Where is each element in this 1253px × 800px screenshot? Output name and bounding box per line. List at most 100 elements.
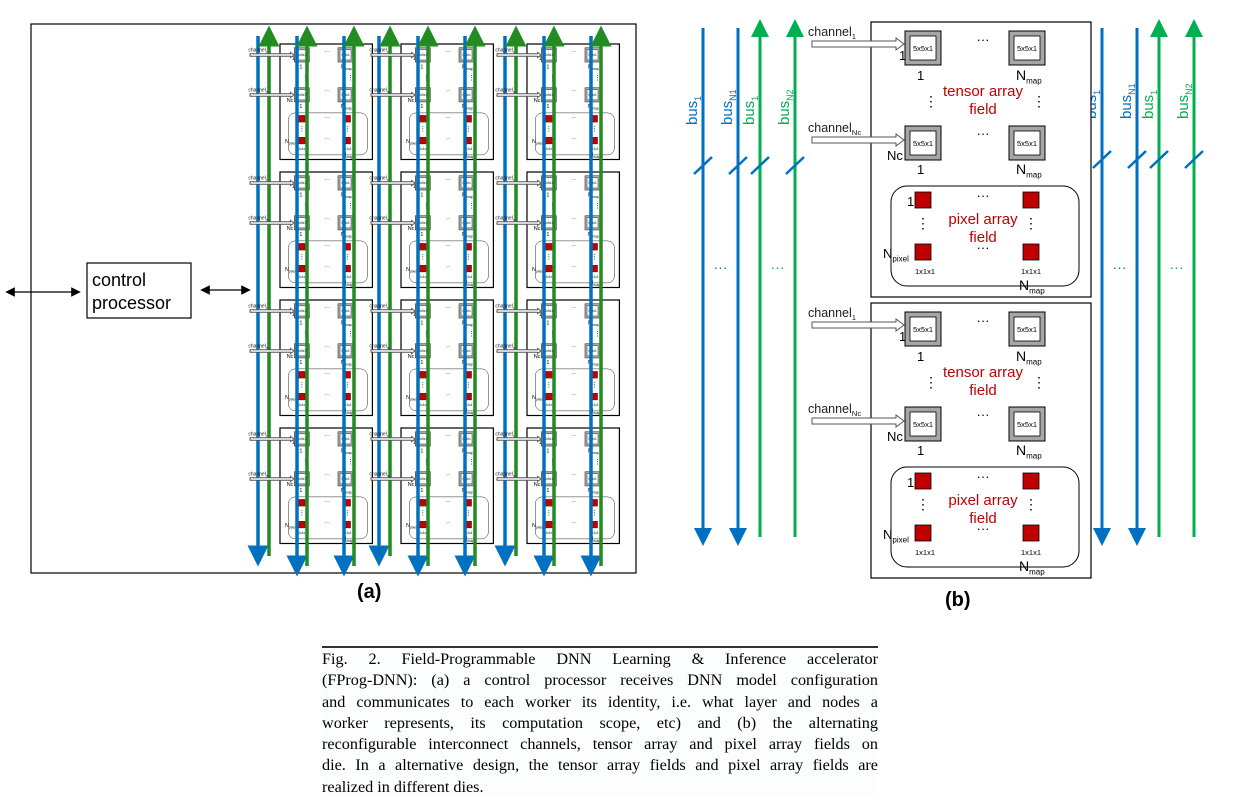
pixel-cell [419, 393, 427, 401]
pixel-cell [419, 265, 427, 273]
channel-arrow [370, 91, 416, 99]
figure-canvas: control processor 5x5x15x5x1···11Nmap5x5… [5, 19, 1204, 611]
channel-label: channel1 [248, 48, 268, 54]
pixel-array-field-label: field [969, 510, 997, 527]
tensor-ellipsis: ··· [571, 217, 577, 223]
pixel-cell [545, 393, 553, 401]
pixel-vertical-ellipsis: ⋮ [591, 255, 597, 261]
pixel-cell [419, 521, 427, 529]
tensor-ellipsis: ··· [571, 345, 577, 351]
channel-arrow [249, 91, 295, 99]
tensor-vertical-ellipsis: ⋮ [302, 331, 308, 337]
channel-label: channel1 [369, 48, 389, 54]
pixel-vertical-ellipsis: ⋮ [546, 383, 552, 389]
tensor-cell-size-label: 5x5x1 [545, 181, 554, 185]
pixel-array-field-label: pixel array [948, 492, 1018, 509]
die: 5x5x15x5x1···11Nmap5x5x15x5x1···Nc1Nmap⋮… [279, 299, 374, 417]
row-index-npixel: Npixel [532, 267, 543, 273]
pixel-cell [298, 137, 306, 145]
channel-label: channelNc [248, 344, 270, 350]
tensor-cell-size-label: 5x5x1 [545, 349, 554, 353]
caption-line: and communicates to each worker its iden… [322, 692, 878, 711]
tensor-vertical-ellipsis: ⋮ [348, 203, 354, 209]
pixel-ellipsis: ··· [571, 499, 577, 505]
bus-width-tick [693, 156, 713, 175]
tensor-cell-size-label: 5x5x1 [298, 53, 307, 57]
pixel-array-field-label: field [969, 229, 997, 246]
pixel-cell-size-label: 1x1x1 [590, 531, 599, 535]
tensor-cell-size-label: 5x5x1 [419, 349, 428, 353]
row-index-npixel: Npixel [285, 267, 296, 273]
die: 5x5x15x5x1···11Nmap5x5x15x5x1···Nc1Nmap⋮… [400, 43, 495, 161]
pixel-array-field-frame [409, 240, 489, 284]
channel-label: channel1 [248, 304, 268, 310]
tensor-vertical-ellipsis: ⋮ [423, 459, 429, 465]
row-index-npixel: Npixel [285, 523, 296, 529]
pixel-array-field-frame [535, 240, 615, 284]
tensor-vertical-ellipsis: ⋮ [549, 331, 555, 337]
tensor-vertical-ellipsis: ⋮ [549, 459, 555, 465]
tensor-cell-size-label: 5x5x1 [419, 93, 428, 97]
col-index-1: 1 [546, 192, 549, 198]
pixel-ellipsis: ··· [324, 393, 330, 399]
pixel-cell-size-label: 1x1x1 [915, 267, 935, 276]
pixel-vertical-ellipsis: ⋮ [299, 511, 305, 517]
row-index-1: 1 [292, 440, 295, 446]
control-processor-box[interactable] [86, 262, 192, 319]
channel-arrow [249, 51, 295, 59]
tensor-ellipsis: ··· [324, 345, 330, 351]
pixel-array-field-frame [409, 368, 489, 412]
pixel-vertical-ellipsis: ⋮ [546, 255, 552, 261]
channel-label: channel1 [495, 304, 515, 310]
pixel-vertical-ellipsis: ⋮ [299, 127, 305, 133]
row-index-1: 1 [413, 440, 416, 446]
pixel-cell [298, 371, 306, 379]
pixel-array-field-frame [535, 368, 615, 412]
channel-arrow [496, 51, 542, 59]
pixel-array-field-frame [890, 466, 1080, 568]
pixel-ellipsis: ··· [324, 499, 330, 505]
col-index-nmap: Nmap [1016, 67, 1042, 86]
channel-label: channel1 [495, 176, 515, 182]
channel-label: channelNc [495, 88, 517, 94]
pixel-cell [545, 243, 553, 251]
channel-arrow [370, 475, 416, 483]
tensor-cell-size-label: 5x5x1 [419, 437, 428, 441]
tensor-cell-size-label: 5x5x1 [545, 437, 554, 441]
tensor-vertical-ellipsis: ⋮ [302, 459, 308, 465]
row-index-nc: Nc [408, 98, 415, 104]
tensor-cell-size-label: 5x5x1 [298, 477, 307, 481]
caption-line: reconfigurable interconnect channels, te… [322, 735, 878, 754]
pixel-cell-size-label: 1x1x1 [298, 275, 307, 279]
row-index-nc: Nc [287, 482, 294, 488]
tensor-cell-size-label: 5x5x1 [1017, 325, 1037, 334]
tensor-vertical-ellipsis: ⋮ [595, 203, 601, 209]
channel-arrow [811, 133, 905, 147]
tensor-ellipsis: ··· [571, 89, 577, 95]
worker-grid: 5x5x15x5x1···11Nmap5x5x15x5x1···Nc1Nmap⋮… [247, 25, 621, 577]
pixel-cell [545, 265, 553, 273]
pixel-ellipsis: ··· [571, 115, 577, 121]
tensor-ellipsis: ··· [445, 473, 451, 479]
tensor-ellipsis: ··· [324, 473, 330, 479]
col-index-1: 1 [917, 162, 924, 177]
channel-label: channel1 [248, 176, 268, 182]
tensor-vertical-ellipsis: ⋮ [423, 203, 429, 209]
tensor-cell-size-label: 5x5x1 [545, 53, 554, 57]
row-index-1: 1 [539, 440, 542, 446]
channel-arrow [370, 179, 416, 187]
tensor-cell [1013, 316, 1041, 342]
pixel-cell-size-label: 1x1x1 [419, 147, 428, 151]
bus-width-tick [1127, 150, 1147, 169]
row-index-1: 1 [413, 312, 416, 318]
pixel-cell-size-label: 1x1x1 [545, 531, 554, 535]
col-index-1: 1 [546, 64, 549, 70]
col-index-nmap: Nmap [1016, 348, 1042, 367]
bus-lines: bus1busN1bus1busN2······bus1busN1bus1bus… [684, 19, 1204, 546]
pixel-ellipsis: ··· [571, 137, 577, 143]
pixel-cell [298, 265, 306, 273]
die: 5x5x15x5x1···11Nmap5x5x15x5x1···Nc1Nmap⋮… [526, 427, 621, 545]
tensor-vertical-ellipsis: ⋮ [423, 331, 429, 337]
col-index-nmap: Nmap [1016, 161, 1042, 180]
pixel-cell-size-label: 1x1x1 [1021, 267, 1041, 276]
